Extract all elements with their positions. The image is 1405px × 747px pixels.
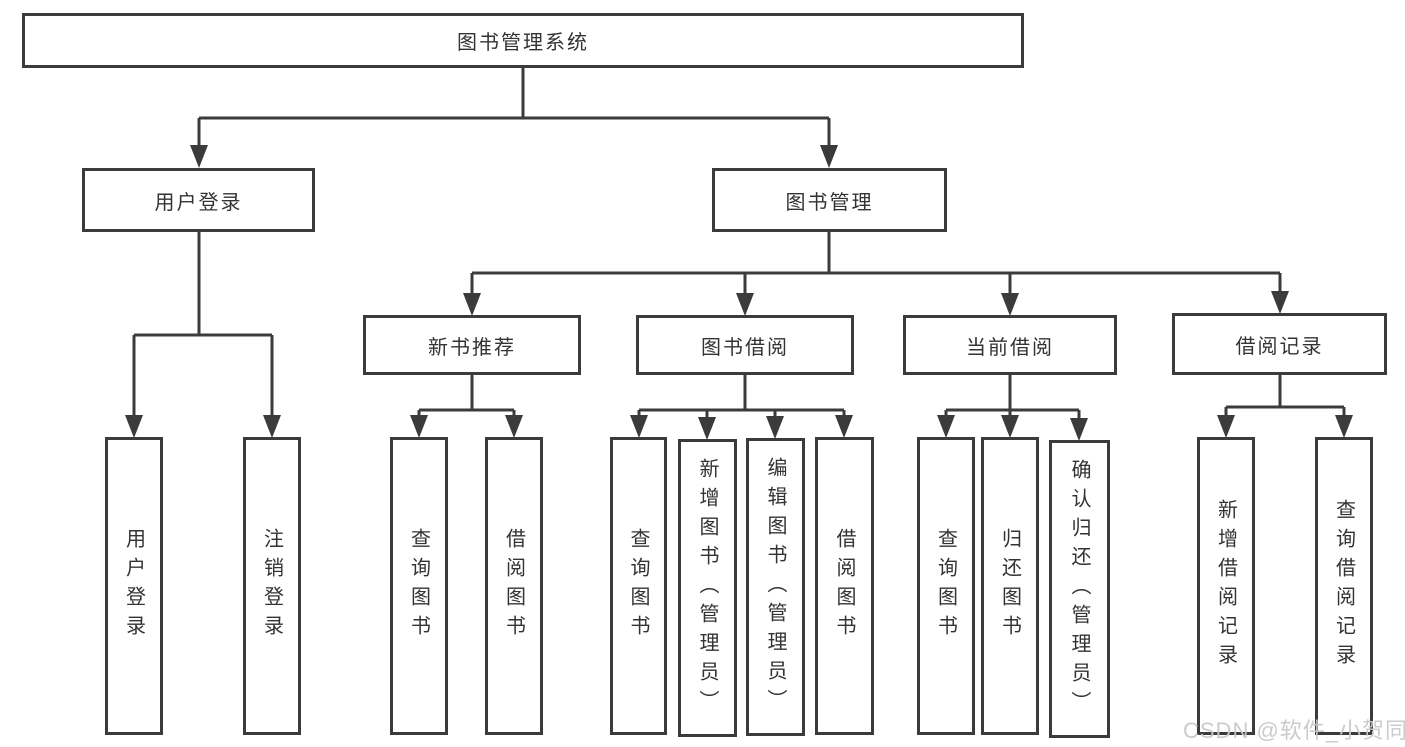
leaf-label: 查询借阅记录	[1332, 499, 1355, 673]
leaf-return-books: 归还图书	[981, 437, 1039, 735]
leaf-confirm-return-admin: 确认归还（管理员）	[1049, 440, 1110, 738]
node-label: 新书推荐	[428, 336, 516, 359]
leaf-logout: 注销登录	[243, 437, 301, 735]
leaf-label: 借阅图书	[502, 528, 525, 644]
leaf-label: 确认归还（管理员）	[1068, 458, 1090, 720]
leaf-label: 归还图书	[998, 528, 1021, 644]
node-borrowing-records: 借阅记录	[1172, 313, 1387, 375]
leaf-label: 查询图书	[934, 528, 957, 644]
csdn-watermark: CSDN @软件_小贺同学	[1183, 718, 1405, 743]
leaf-add-borrow-record: 新增借阅记录	[1197, 437, 1255, 735]
leaf-label: 借阅图书	[833, 528, 855, 644]
node-user-login: 用户登录	[82, 168, 315, 232]
leaf-query-books-borrowing: 查询图书	[610, 437, 667, 735]
node-book-borrowing: 图书借阅	[636, 315, 854, 375]
node-label: 图书管理	[785, 191, 874, 214]
leaf-label: 注销登录	[260, 528, 283, 644]
leaf-label: 用户登录	[122, 528, 145, 644]
leaf-user-login: 用户登录	[105, 437, 163, 735]
node-book-management: 图书管理	[712, 168, 947, 232]
node-library-management-system: 图书管理系统	[22, 13, 1024, 68]
node-label: 当前借阅	[966, 336, 1054, 359]
leaf-label: 编辑图书（管理员）	[764, 456, 786, 718]
leaf-label: 新增图书（管理员）	[696, 457, 718, 719]
leaf-add-books-admin: 新增图书（管理员）	[678, 439, 737, 737]
leaf-borrow-books: 借阅图书	[815, 437, 874, 735]
node-label: 借阅记录	[1235, 335, 1324, 358]
node-label: 用户登录	[154, 191, 243, 214]
leaf-edit-books-admin: 编辑图书（管理员）	[746, 438, 805, 736]
node-label: 图书借阅	[701, 336, 789, 359]
leaf-label: 查询图书	[627, 528, 649, 644]
leaf-query-borrow-record: 查询借阅记录	[1315, 437, 1373, 735]
node-new-book-recommendation: 新书推荐	[363, 315, 581, 375]
node-label: 图书管理系统	[457, 32, 589, 54]
leaf-query-books-recommend: 查询图书	[390, 437, 448, 735]
leaf-label: 查询图书	[407, 528, 430, 644]
leaf-query-books-current: 查询图书	[917, 437, 975, 735]
node-current-borrowing: 当前借阅	[903, 315, 1117, 375]
leaf-borrow-books-recommend: 借阅图书	[485, 437, 543, 735]
leaf-label: 新增借阅记录	[1214, 499, 1237, 673]
